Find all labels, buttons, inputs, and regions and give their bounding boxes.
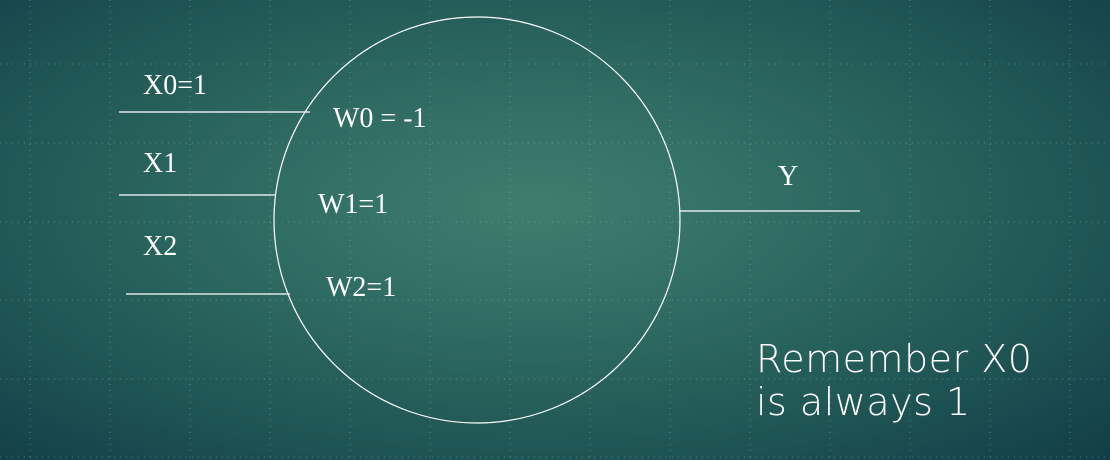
reminder-line-2: is always 1 [756,379,971,424]
neuron-circle [273,16,681,424]
input-label-x2: X2 [143,231,178,262]
weight-label-w0: W0 = -1 [333,103,427,134]
weight-label-w1: W1=1 [318,189,389,220]
reminder-note: Remember X0 is always 1 [756,338,1032,423]
reminder-line-1: Remember X0 [756,337,1033,381]
output-label: Y [778,161,799,192]
input-label-x1: X1 [143,148,178,179]
input-label-x0: X0=1 [143,70,208,101]
weight-label-w2: W2=1 [326,272,397,303]
